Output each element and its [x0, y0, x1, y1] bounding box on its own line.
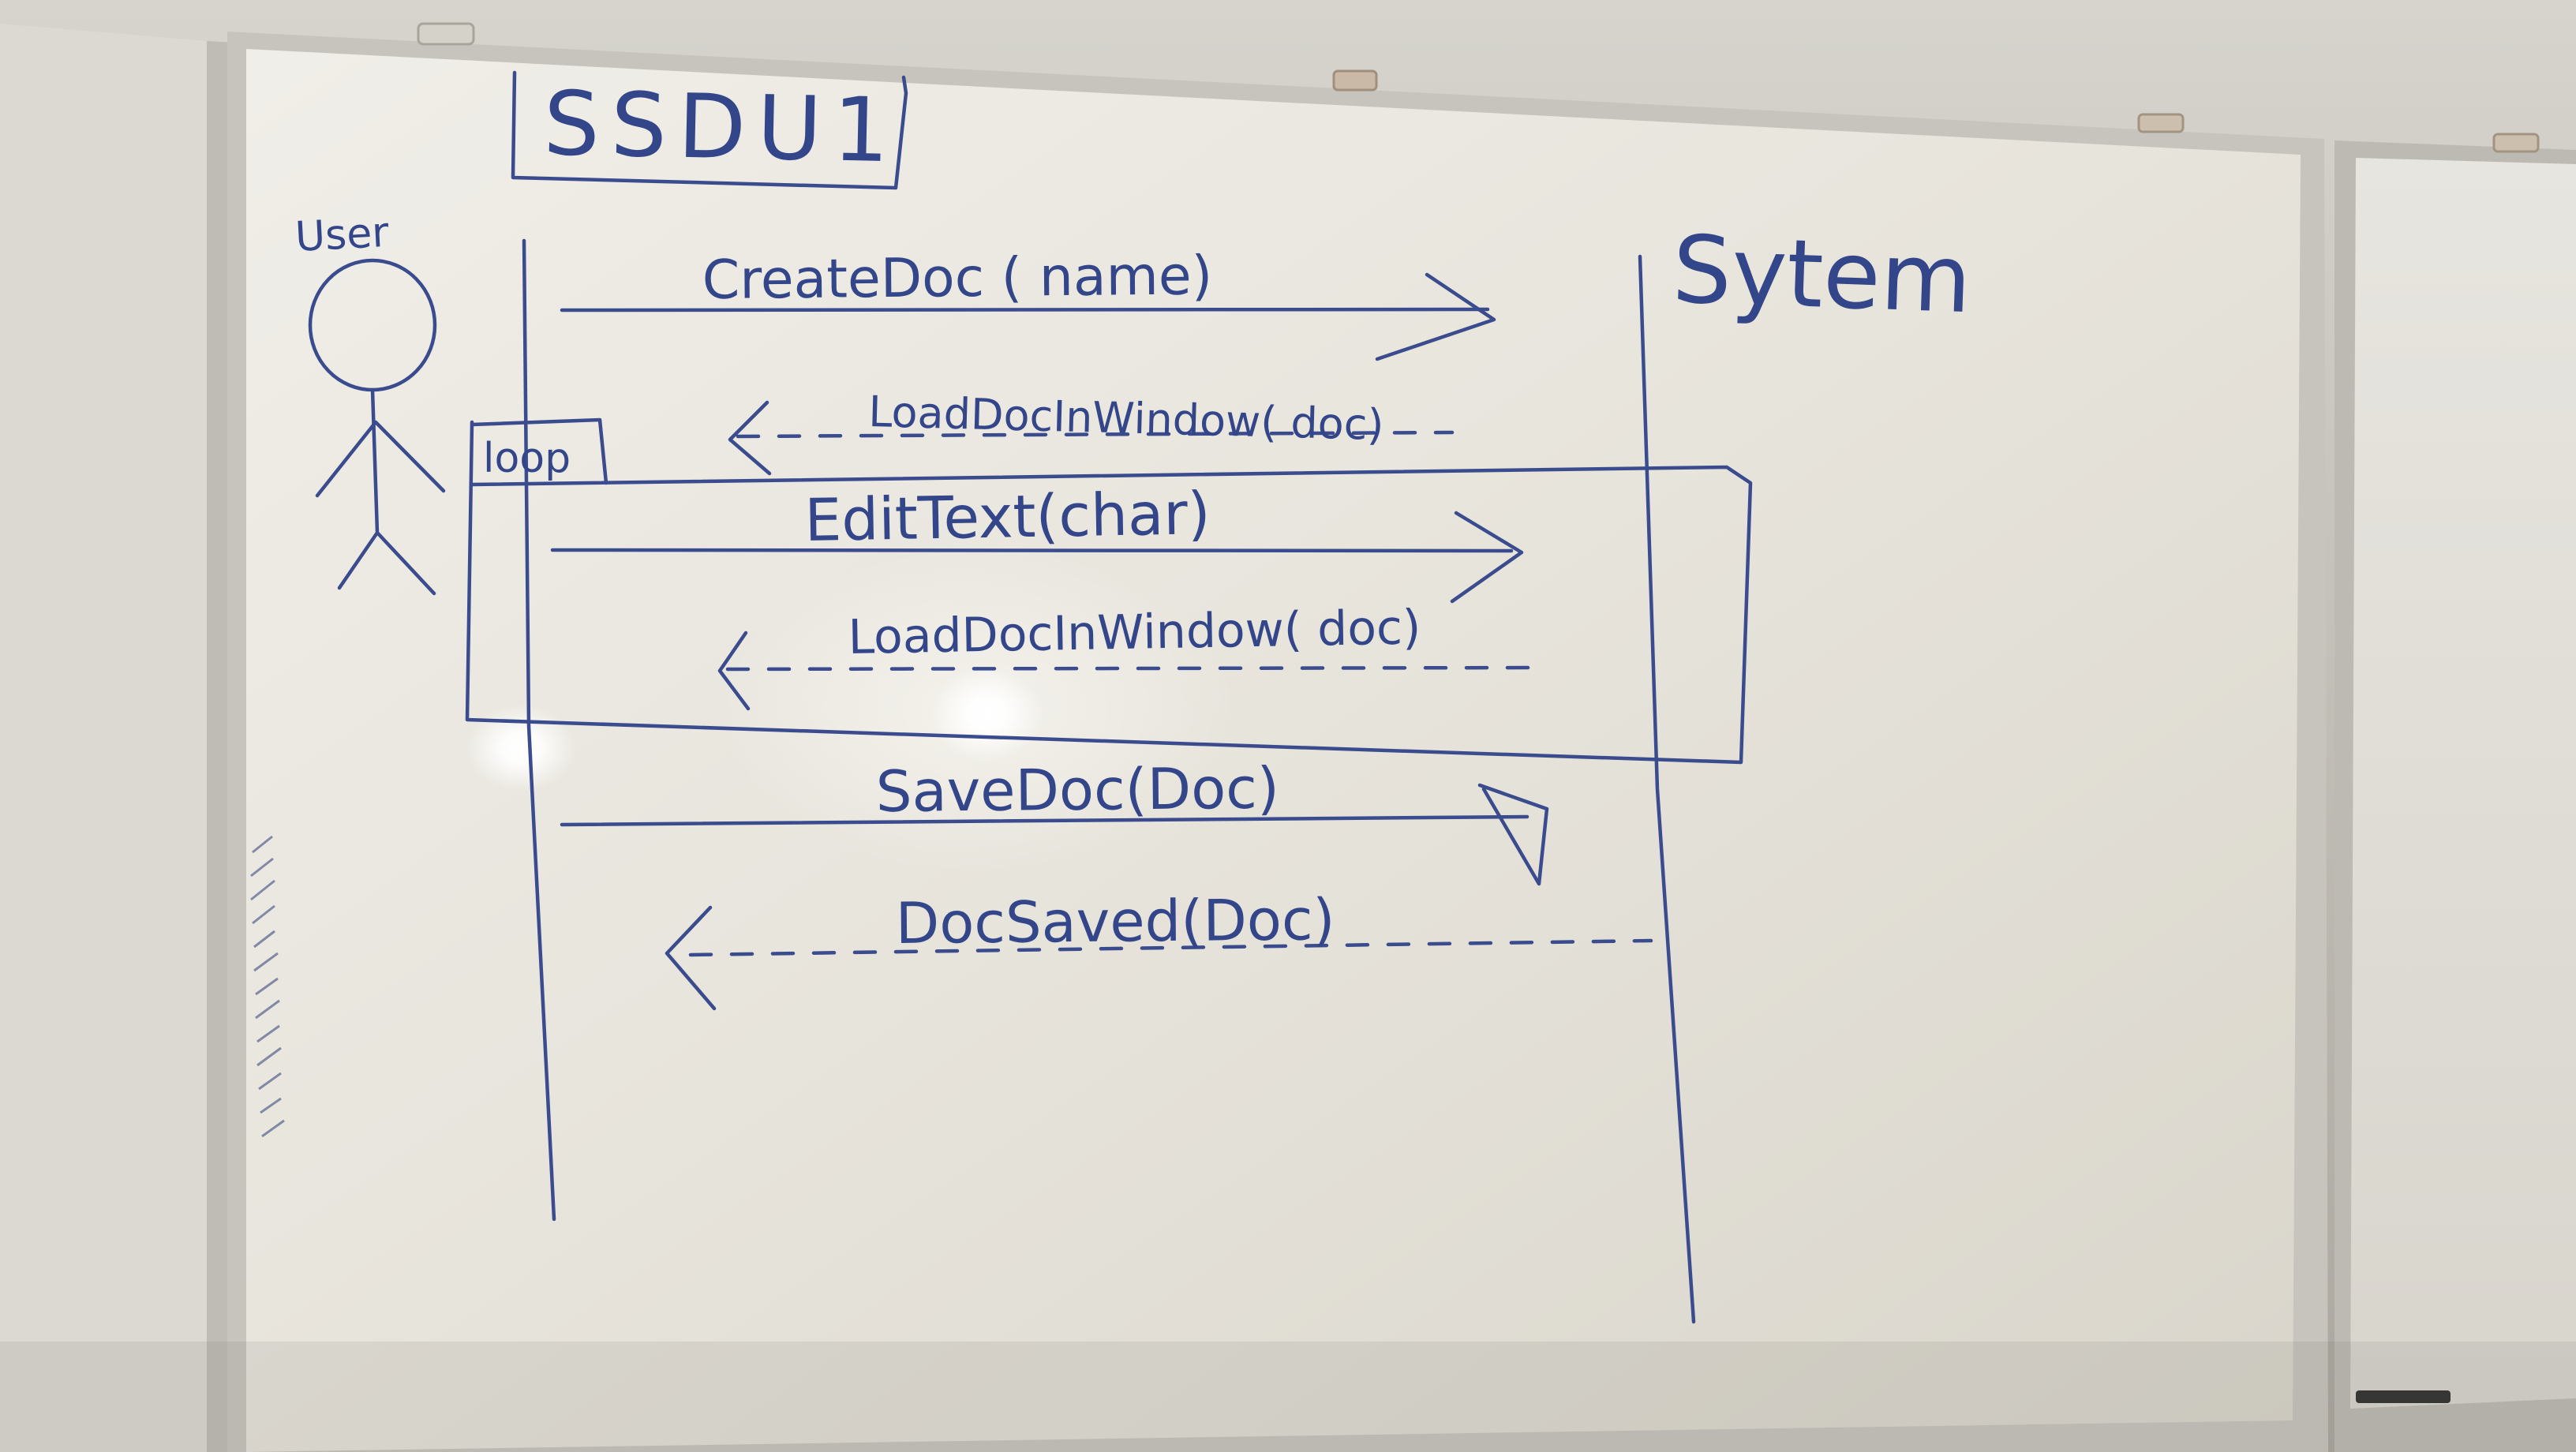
message-savedoc-arrow	[560, 814, 1530, 827]
marker-on-tray	[2356, 1390, 2451, 1403]
actor-stick-figure-icon	[308, 258, 446, 596]
message-edittext-arrow	[550, 548, 1514, 553]
top-clip-middle	[1332, 69, 1378, 92]
top-clip-right	[2137, 113, 2185, 133]
glare-spot-1	[930, 667, 1043, 762]
bottom-shadow	[0, 1342, 2576, 1452]
message-loaddoc-2-label: LoadDocInWindow( doc)	[848, 600, 1421, 665]
message-docsaved-arrowhead	[665, 905, 717, 1011]
message-createdoc-label: CreateDoc ( name)	[702, 245, 1212, 312]
sequence-diagram: SSDU1 User Sytem CreateDoc ( name) LoadD…	[294, 70, 1973, 1324]
top-clip-far-right	[2492, 133, 2540, 153]
system-lifeline	[1638, 254, 1696, 1324]
system-label: Sytem	[1671, 215, 1973, 334]
left-board-panel	[0, 24, 207, 1452]
loop-fragment-tab	[470, 417, 608, 485]
message-loaddoc-2-arrowhead	[717, 631, 751, 711]
actor-label: User	[294, 209, 391, 261]
message-loaddoc-1-line	[736, 430, 1455, 439]
message-createdoc-arrow	[560, 307, 1490, 312]
message-savedoc-arrowhead	[1477, 783, 1549, 886]
loop-fragment-box	[465, 420, 1753, 765]
message-savedoc-label: SaveDoc(Doc)	[875, 755, 1279, 825]
message-docsaved-label: DocSaved(Doc)	[895, 886, 1335, 956]
title-box	[511, 70, 908, 190]
message-edittext-label: EditText(char)	[804, 480, 1211, 555]
message-loaddoc-2-line	[725, 665, 1549, 672]
message-edittext-arrowhead	[1450, 511, 1524, 604]
message-loaddoc-1-arrowhead	[728, 400, 772, 476]
user-lifeline	[522, 238, 556, 1222]
message-createdoc-arrowhead	[1375, 272, 1496, 361]
main-board-surface	[246, 49, 2301, 1452]
eraser-marks	[250, 835, 285, 1138]
message-docsaved-line	[688, 938, 1653, 957]
glare-spot-2	[466, 705, 576, 791]
diagram-title: SSDU1	[542, 73, 900, 182]
top-clip-left	[417, 22, 475, 46]
loop-fragment-label: loop	[483, 435, 571, 482]
right-board-surface	[2350, 158, 2576, 1409]
